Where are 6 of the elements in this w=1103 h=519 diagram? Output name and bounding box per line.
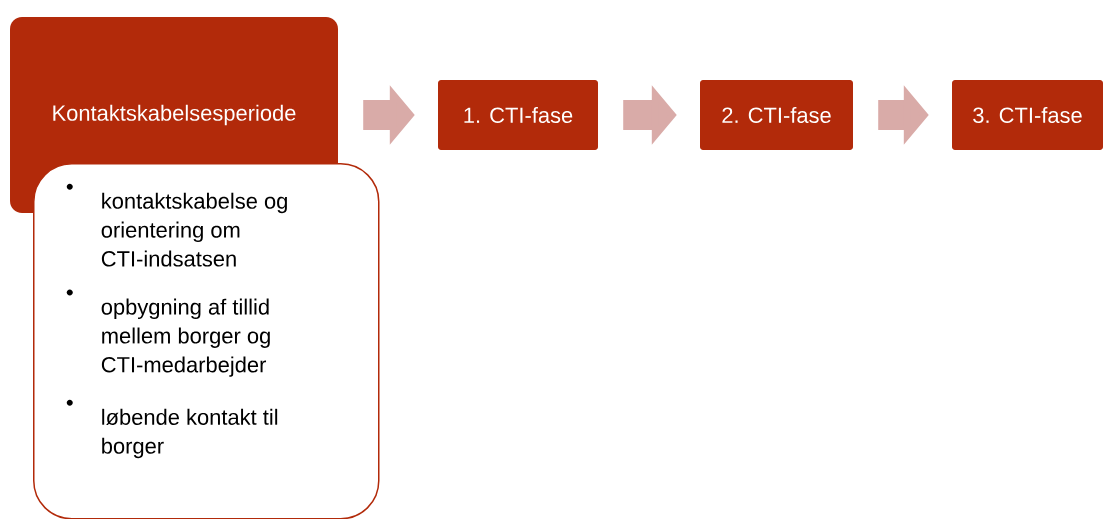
process-box: 1. CTI-fase (438, 80, 598, 150)
process-box: 3. CTI-fase (952, 80, 1103, 150)
text-card (33, 163, 380, 519)
bullet-item: løbende kontakt til borger (66, 399, 278, 459)
process-box: 2. CTI-fase (700, 80, 853, 150)
bullet-item: opbygning af tillid mellem borger og CTI-medarbejder (66, 289, 270, 377)
